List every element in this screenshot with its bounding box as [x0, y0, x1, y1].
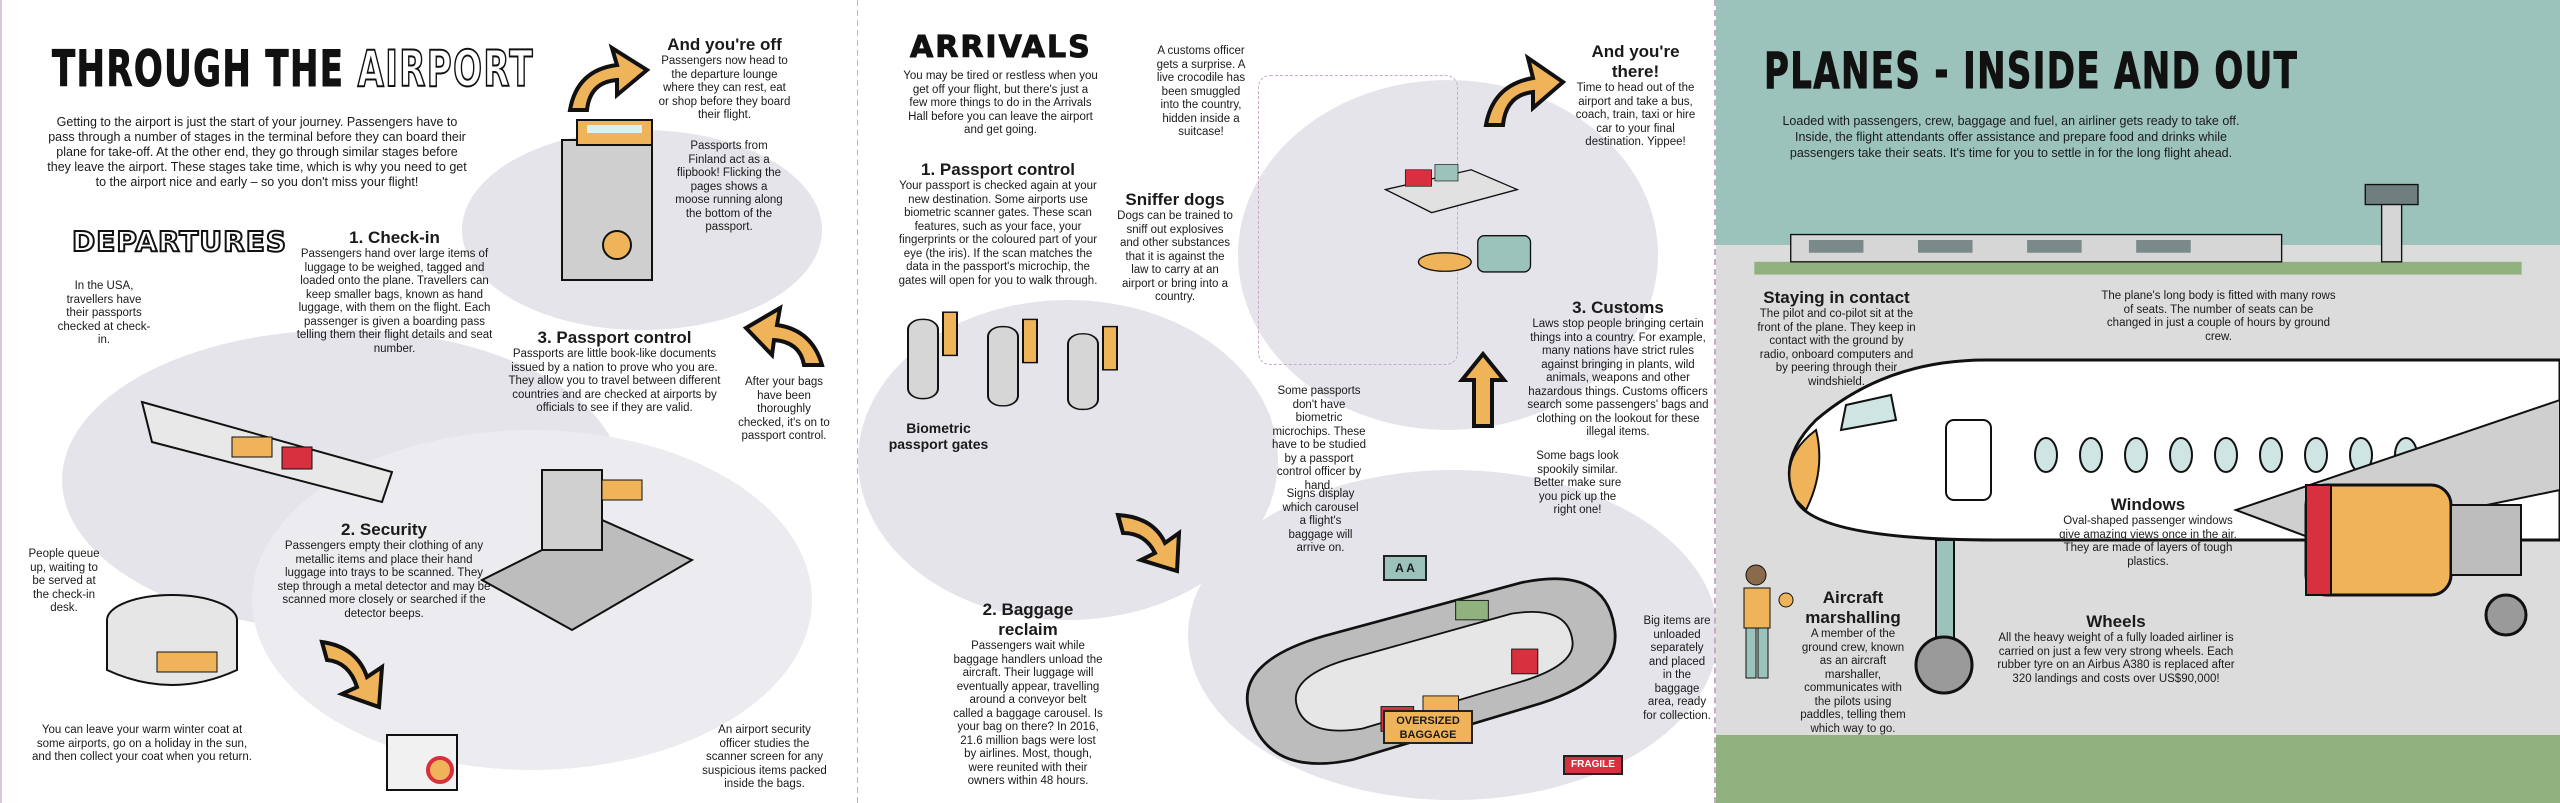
page-title: THROUGH THE AIRPORT	[52, 39, 534, 99]
intro-text: Getting to the airport is just the start…	[47, 115, 467, 189]
and-youre-there: And you're there!Time to head out of the…	[1573, 42, 1698, 150]
section-heading: Aircraft marshalling	[1805, 588, 1901, 627]
biometric-gates-illustration	[907, 311, 1118, 411]
orange-arrow-icon	[567, 43, 651, 112]
grass-area	[1716, 735, 2560, 803]
customs-and-dogs-illustration	[1383, 164, 1532, 273]
finland-note: Passports from Finland act as a flipbook…	[675, 140, 783, 233]
orange-arrow-icon	[742, 304, 825, 367]
customs-inset	[1258, 75, 1458, 365]
section-heading: And you're there!	[1591, 42, 1680, 81]
section-body: Passengers now head to the departure lou…	[658, 55, 791, 121]
section-heading: Wheels	[2086, 612, 2146, 631]
arrivals-page: ARRIVALS You may be tired or restless wh…	[858, 0, 1718, 803]
page-title: PLANES - INSIDE AND OUT	[1764, 42, 2299, 101]
terminal-skyline-illustration	[1754, 183, 2522, 275]
section-heading: Sniffer dogs	[1125, 190, 1225, 209]
check-in-conveyor-illustration	[140, 400, 394, 504]
section-body: Time to head out of the airport and take…	[1575, 82, 1696, 148]
orange-arrow-icon	[1115, 512, 1182, 574]
no-chip-note: Some passports don't have biometric micr…	[1272, 385, 1366, 492]
section-body: Dogs can be trained to sniff out explosi…	[1117, 210, 1233, 303]
usa-note: In the USA, travellers have their passpo…	[57, 280, 151, 346]
section-heading: 3. Customs	[1572, 298, 1664, 317]
section-body: The pilot and co-pilot sit at the front …	[1757, 308, 1916, 388]
section-heading: 3. Passport control	[537, 328, 692, 347]
airliner-illustration	[1787, 358, 2560, 695]
through-the-airport-page: THROUGH THE AIRPORT Getting to the airpo…	[0, 0, 858, 803]
carousel-sign: A A	[1383, 555, 1427, 581]
section-body: All the heavy weight of a fully loaded a…	[1997, 632, 2235, 685]
crocodile-note: A customs officer gets a surprise. A liv…	[1156, 45, 1246, 138]
section-body: A member of the ground crew, known as an…	[1800, 628, 1906, 735]
orange-arrow-icon	[1483, 53, 1567, 127]
queue-note: People queue up, waiting to be served at…	[28, 548, 100, 614]
section-body: Your passport is checked again at your n…	[898, 180, 1098, 287]
after-bags-note: After your bags have been thoroughly che…	[738, 376, 830, 442]
fragile-sign: FRAGILE	[1563, 755, 1623, 775]
section-body: Passengers empty their clothing of any m…	[277, 540, 491, 620]
security-tray-illustration	[386, 734, 458, 791]
coat-note: You can leave your warm winter coat at s…	[32, 724, 252, 763]
signs-note: Signs display which carousel a flight's …	[1282, 488, 1359, 554]
similar-bags-note: Some bags look spookily similar. Better …	[1533, 450, 1622, 516]
marshaller-figure-illustration	[1743, 564, 1794, 679]
orange-arrow-icon	[319, 639, 385, 710]
section-heading: 2. Security	[341, 520, 427, 539]
big-items-note: Big items are unloaded separately and pl…	[1643, 615, 1711, 722]
section-heading: Windows	[2110, 495, 2186, 514]
section-heading: 1. Passport control	[921, 160, 1075, 179]
orange-arrow-icon	[1458, 350, 1508, 428]
page-fold	[1714, 0, 1716, 803]
xray-scanner-illustration	[479, 469, 695, 632]
intro-text: Loaded with passengers, crew, baggage an…	[1782, 114, 2240, 160]
section-heading: 2. Baggage reclaim	[982, 600, 1074, 639]
sky-area	[1716, 0, 2560, 245]
oversized-baggage-sign: OVERSIZED BAGGAGE	[1383, 710, 1473, 744]
section-body: Passports are little book-like documents…	[508, 348, 721, 414]
passport-booth-illustration	[561, 119, 653, 281]
section-heading: And you're off	[667, 35, 782, 54]
section-heading: Staying in contact	[1763, 288, 1910, 307]
coat-check-desk-illustration	[106, 594, 238, 686]
departures-heading: DEPARTURES	[71, 224, 287, 259]
section-body: Oval-shaped passenger windows give amazi…	[2059, 515, 2237, 568]
arrivals-intro: You may be tired or restless when you ge…	[903, 70, 1098, 136]
arrivals-heading: ARRIVALS	[910, 30, 1092, 66]
section-body: Passengers hand over large items of lugg…	[296, 248, 493, 355]
section-body: Passengers wait while baggage handlers u…	[953, 640, 1103, 787]
biometric-gates-label: Biometric passport gates	[888, 420, 989, 452]
planes-inside-and-out-page: PLANES - INSIDE AND OUT Loaded with pass…	[1716, 0, 2560, 803]
section-heading: 1. Check-in	[349, 228, 440, 247]
section-body: Laws stop people bringing certain things…	[1527, 318, 1709, 438]
security-officer-note: An airport security officer studies the …	[702, 724, 827, 790]
plane-body-note: The plane's long body is fitted with man…	[2101, 290, 2336, 343]
